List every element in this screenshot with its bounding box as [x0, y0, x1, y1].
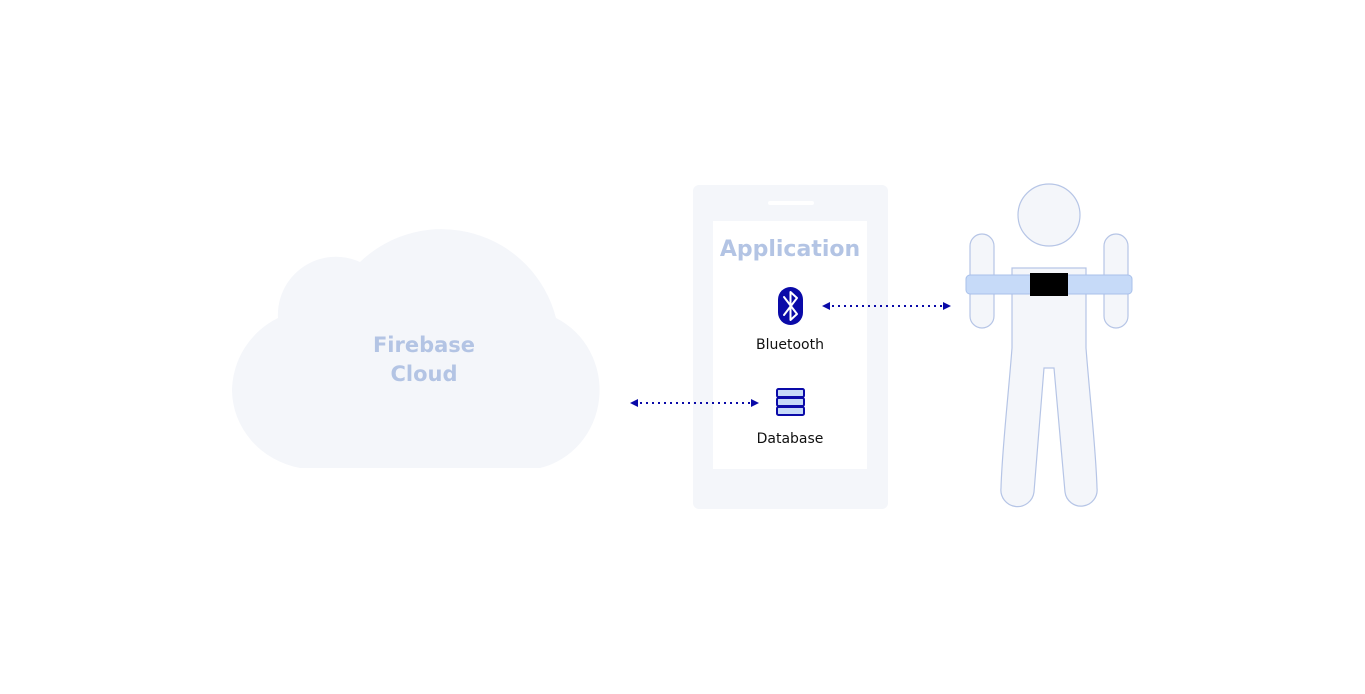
app-title: Application	[720, 237, 860, 262]
cloud-label-line2: Cloud	[390, 362, 457, 386]
cloud-label-line1: Firebase	[373, 333, 475, 357]
bluetooth-label: Bluetooth	[756, 337, 824, 353]
sensor-device	[1030, 273, 1068, 296]
cloud-shape	[232, 229, 600, 468]
person-body	[1000, 267, 1098, 508]
database-label: Database	[757, 431, 824, 447]
firebase-cloud: Firebase Cloud	[232, 229, 600, 468]
person-figure	[965, 183, 1133, 508]
phone-speaker	[768, 201, 814, 205]
person-head	[1017, 183, 1081, 247]
bluetooth-icon	[778, 287, 803, 325]
phone-screen	[713, 221, 867, 469]
phone-device: Application Bluetooth Database	[693, 185, 888, 509]
database-icon	[776, 388, 805, 416]
